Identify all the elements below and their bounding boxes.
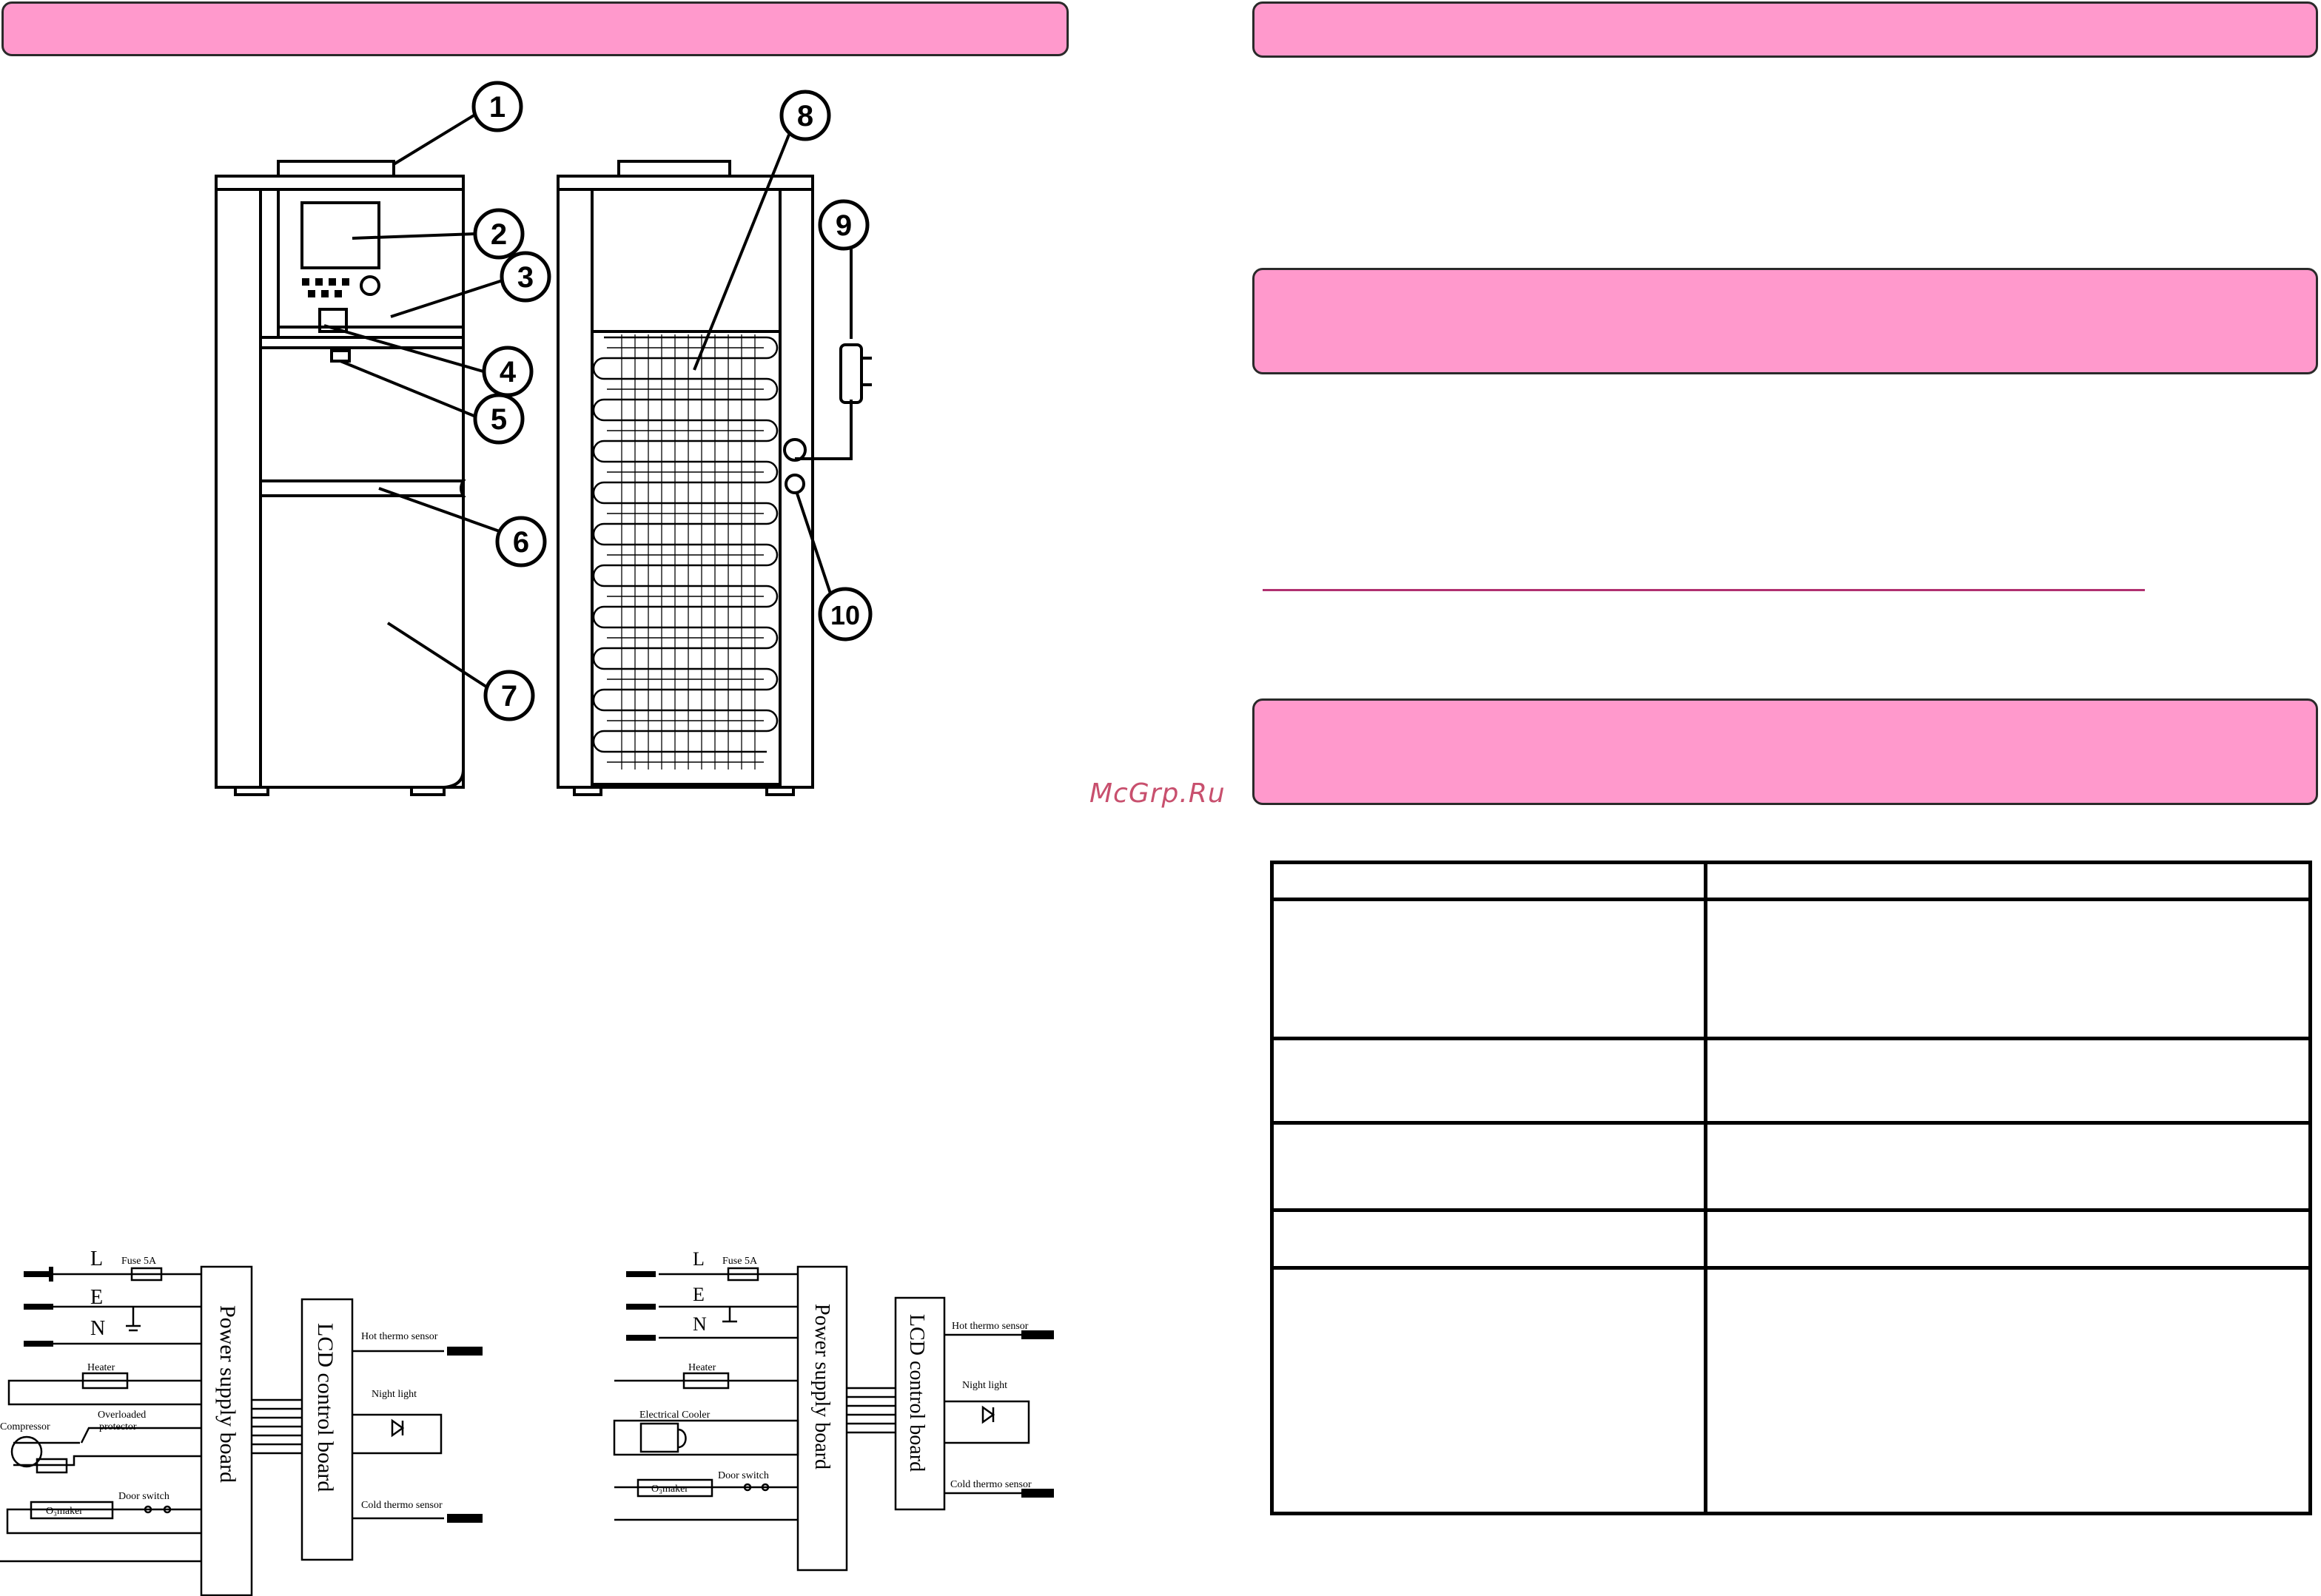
lcd-board-label: LCD control board — [313, 1323, 337, 1492]
table-row — [1270, 1037, 2312, 1125]
table-cell — [1704, 861, 2312, 901]
protector-label: protector — [99, 1421, 137, 1432]
table-cell — [1270, 1208, 1707, 1270]
table-row — [1270, 1266, 2312, 1515]
callout-5: 5 — [491, 403, 507, 436]
watermark: McGrp.Ru — [1089, 778, 1226, 809]
table-cell — [1704, 1208, 2312, 1270]
left-header-bar — [1, 1, 1069, 56]
table-cell — [1270, 1037, 1707, 1125]
table-cell — [1704, 1037, 2312, 1125]
divider-rule — [1263, 589, 2145, 591]
wiring-diagram-cooler: L E N Fuse 5A Heater Electrical Cooler O… — [613, 1248, 1054, 1572]
callout-6: 6 — [513, 526, 529, 559]
spec-table — [1270, 861, 2312, 1515]
hot-sensor-label: Hot thermo sensor — [361, 1331, 438, 1342]
table-row — [1270, 1208, 2312, 1270]
table-cell — [1704, 898, 2312, 1040]
table-cell — [1270, 1121, 1707, 1212]
callout-2: 2 — [491, 218, 507, 251]
callout-10: 10 — [830, 600, 860, 630]
door-switch-label-2: Door switch — [718, 1470, 769, 1481]
table-cell — [1704, 1266, 2312, 1515]
callout-8: 8 — [797, 100, 813, 132]
wire-n-label: N — [90, 1317, 105, 1340]
callout-3: 3 — [517, 261, 534, 294]
o3maker-label-2: O₃maker — [651, 1484, 688, 1495]
power-board-label-2: Power supply board — [810, 1304, 833, 1469]
callout-7: 7 — [501, 680, 517, 713]
table-cell — [1270, 861, 1707, 901]
table-row — [1270, 861, 2312, 901]
heater-label-2: Heater — [688, 1362, 716, 1373]
cold-sensor-label: Cold thermo sensor — [361, 1500, 443, 1511]
wire-n-label-2: N — [693, 1313, 707, 1335]
right-header-bar — [1252, 1, 2318, 58]
o3maker-label: O₃maker — [46, 1506, 83, 1517]
wire-l-label: L — [90, 1247, 103, 1270]
wiring-diagram-compressor: L E N Fuse 5A Heater Compressor Overload… — [0, 1247, 483, 1596]
overloaded-label: Overloaded — [98, 1410, 146, 1421]
wire-e-label: E — [90, 1286, 103, 1309]
table-cell — [1704, 1121, 2312, 1212]
fuse-label-2: Fuse 5A — [722, 1256, 758, 1267]
table-row — [1270, 898, 2312, 1040]
lcd-board-label-2: LCD control board — [905, 1314, 928, 1472]
door-switch-label: Door switch — [118, 1491, 169, 1502]
wire-l-label-2: L — [693, 1248, 705, 1270]
wire-e-label-2: E — [693, 1284, 705, 1305]
table-row — [1270, 1121, 2312, 1212]
callout-4: 4 — [500, 356, 517, 388]
product-diagram: 1 2 3 4 5 6 7 8 9 10 — [215, 81, 873, 796]
callout-9: 9 — [836, 209, 852, 242]
night-light-label-2: Night light — [962, 1380, 1007, 1391]
table-cell — [1270, 898, 1707, 1040]
compressor-label: Compressor — [0, 1421, 50, 1432]
fuse-label: Fuse 5A — [121, 1256, 157, 1267]
section-bar-2 — [1252, 698, 2318, 805]
callout-1: 1 — [489, 91, 505, 124]
section-bar-1 — [1252, 268, 2318, 374]
table-cell — [1270, 1266, 1707, 1515]
cold-sensor-label-2: Cold thermo sensor — [950, 1479, 1032, 1490]
cooler-label: Electrical Cooler — [639, 1410, 711, 1421]
power-board-label: Power supply board — [215, 1305, 240, 1483]
hot-sensor-label-2: Hot thermo sensor — [952, 1321, 1029, 1332]
heater-label: Heater — [87, 1362, 115, 1373]
night-light-label: Night light — [372, 1389, 417, 1400]
